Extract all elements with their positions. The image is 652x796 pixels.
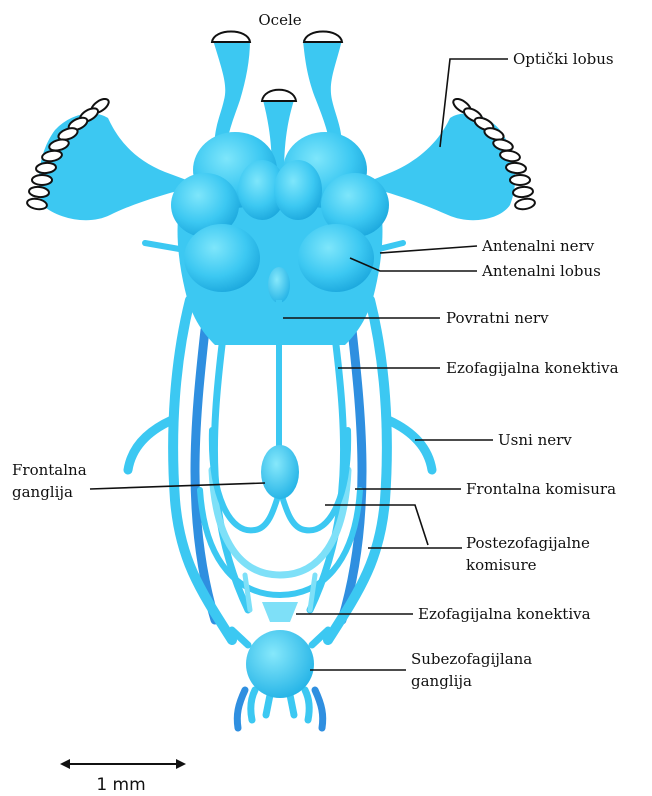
- left-ocellus-cap: [212, 32, 250, 43]
- right-labial-nerve: [388, 420, 432, 470]
- label-frontalna-komisura: Frontalna komisura: [466, 480, 616, 498]
- label-postezofagijalne-1: Postezofagijalne: [466, 534, 590, 552]
- frontal-ganglion: [261, 445, 299, 499]
- label-ezofagijalna-konektiva-lower: Ezofagijalna konektiva: [418, 605, 591, 623]
- label-antenalni-lobus: Antenalni lobus: [481, 262, 601, 280]
- label-subezofagijalna-1: Subezofagijlana: [411, 650, 532, 668]
- left-antennal-lobe: [184, 224, 260, 292]
- right-antennal-lobe: [298, 224, 374, 292]
- label-subezofagijalna-2: ganglija: [411, 672, 472, 690]
- recurrent-nerve: [268, 267, 290, 460]
- scale-bar: 1 mm: [60, 759, 186, 795]
- commissure-tab: [262, 602, 298, 622]
- label-postezofagijalne-2: komisure: [466, 556, 537, 574]
- label-antenalni-nerv: Antenalni nerv: [481, 237, 595, 255]
- left-labial-nerve: [128, 420, 172, 470]
- label-frontalna-ganglija-1: Frontalna: [12, 461, 87, 479]
- median-ocellus-cap: [262, 90, 296, 101]
- label-povratni-nerv: Povratni nerv: [446, 309, 549, 327]
- scale-bar-label: 1 mm: [96, 775, 145, 795]
- subesophageal-ganglion: [246, 630, 314, 698]
- label-frontalna-ganglija-2: ganglija: [12, 483, 73, 501]
- label-ezofagijalna-konektiva-upper: Ezofagijalna konektiva: [446, 359, 619, 377]
- label-ocele: Ocele: [258, 11, 301, 29]
- label-usni-nerv: Usni nerv: [498, 431, 572, 449]
- label-opticki-lobus: Optički lobus: [513, 50, 614, 68]
- subesophageal-ganglion-group: [232, 630, 328, 728]
- right-ocellus-cap: [304, 32, 342, 43]
